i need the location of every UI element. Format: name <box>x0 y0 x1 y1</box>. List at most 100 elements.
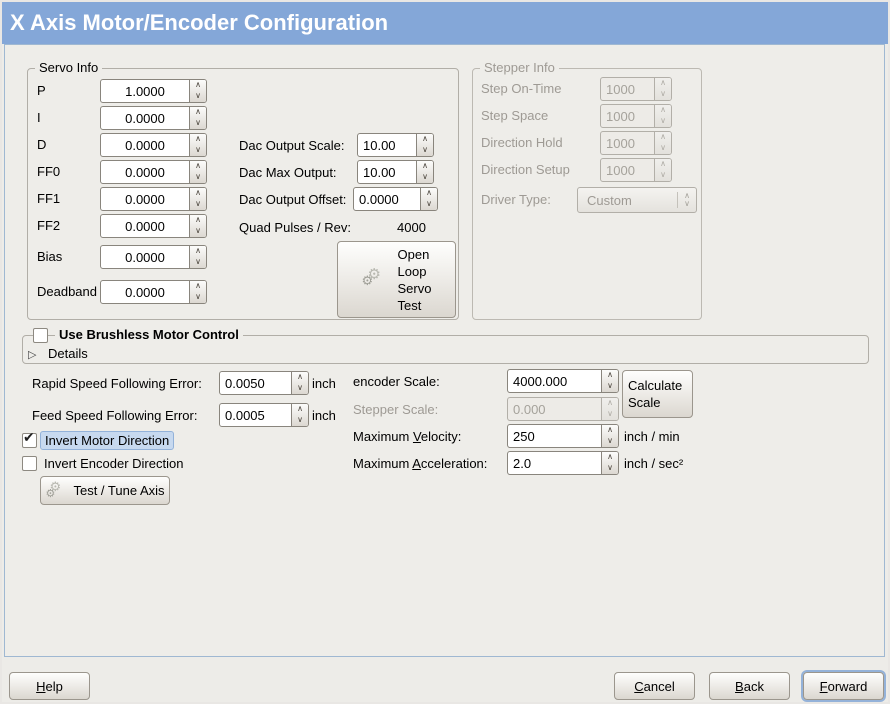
spin-down-icon[interactable]: ∨ <box>195 226 201 235</box>
spin-down-icon[interactable]: ∨ <box>426 199 432 208</box>
spin-up-icon[interactable]: ∧ <box>195 80 201 89</box>
spin-down-icon[interactable]: ∨ <box>195 257 201 266</box>
spin-down-icon[interactable]: ∨ <box>297 383 303 392</box>
servo-ff0-input[interactable]: 0.0000 <box>125 165 165 180</box>
dac-max-output-input[interactable]: 10.00 <box>363 165 396 180</box>
spin-up-icon[interactable]: ∧ <box>195 161 201 170</box>
spin-up-icon[interactable]: ∧ <box>195 188 201 197</box>
servo-bias-input[interactable]: 0.0000 <box>125 250 165 265</box>
spin-up-icon[interactable]: ∧ <box>297 372 303 381</box>
servo-i-input[interactable]: 0.0000 <box>125 111 165 126</box>
invert-encoder-direction-label[interactable]: Invert Encoder Direction <box>44 456 184 471</box>
spin-buttons[interactable]: ∧∨ <box>189 281 206 303</box>
spin-buttons[interactable]: ∧∨ <box>189 246 206 268</box>
servo-d-spinbox[interactable]: 0.0000 ∧∨ <box>100 133 207 157</box>
test-tune-axis-button[interactable]: ⚙ ⚙ Test / Tune Axis <box>40 476 170 505</box>
spin-buttons[interactable]: ∧∨ <box>416 161 433 183</box>
spin-up-icon[interactable]: ∧ <box>607 425 613 434</box>
encoder-scale-input[interactable]: 4000.000 <box>513 374 568 389</box>
servo-ff0-spinbox[interactable]: 0.0000 ∧∨ <box>100 160 207 184</box>
servo-deadband-input[interactable]: 0.0000 <box>125 285 165 300</box>
servo-bias-spinbox[interactable]: 0.0000 ∧∨ <box>100 245 207 269</box>
invert-encoder-direction-checkbox[interactable] <box>22 456 37 471</box>
dac-output-offset-spinbox[interactable]: 0.0000 ∧∨ <box>353 187 438 211</box>
invert-motor-direction-checkbox[interactable]: ✔ <box>22 429 37 448</box>
spin-down-icon[interactable]: ∨ <box>607 436 613 445</box>
servo-p-input[interactable]: 1.0000 <box>125 84 165 99</box>
servo-p-spinbox[interactable]: 1.0000 ∧∨ <box>100 79 207 103</box>
servo-i-spinbox[interactable]: 0.0000 ∧∨ <box>100 106 207 130</box>
step-space-input: 1000 <box>606 109 635 124</box>
feed-following-error-input[interactable]: 0.0005 <box>225 408 265 423</box>
dac-output-scale-input[interactable]: 10.00 <box>363 138 396 153</box>
spin-up-icon[interactable]: ∧ <box>607 452 613 461</box>
spin-up-icon[interactable]: ∧ <box>195 281 201 290</box>
spin-buttons[interactable]: ∧∨ <box>601 452 618 474</box>
dac-output-offset-input[interactable]: 0.0000 <box>359 192 399 207</box>
servo-ff2-spinbox[interactable]: 0.0000 ∧∨ <box>100 214 207 238</box>
spin-buttons[interactable]: ∧∨ <box>189 107 206 129</box>
servo-info-legend: Servo Info <box>35 60 103 75</box>
servo-ff2-input[interactable]: 0.0000 <box>125 219 165 234</box>
servo-deadband-spinbox[interactable]: 0.0000 ∧∨ <box>100 280 207 304</box>
spin-buttons[interactable]: ∧∨ <box>601 370 618 392</box>
rapid-following-error-input[interactable]: 0.0050 <box>225 376 265 391</box>
spin-up-icon[interactable]: ∧ <box>297 404 303 413</box>
spin-down-icon[interactable]: ∨ <box>607 381 613 390</box>
spin-up-icon[interactable]: ∧ <box>195 107 201 116</box>
spin-down-icon[interactable]: ∨ <box>607 463 613 472</box>
spin-buttons[interactable]: ∧∨ <box>416 134 433 156</box>
details-expander-label[interactable]: Details <box>48 346 88 361</box>
servo-d-input[interactable]: 0.0000 <box>125 138 165 153</box>
rapid-following-error-spinbox[interactable]: 0.0050 ∧∨ <box>219 371 309 395</box>
calculate-scale-button[interactable]: Calculate Scale <box>622 370 693 418</box>
spin-buttons[interactable]: ∧∨ <box>189 161 206 183</box>
dac-output-scale-spinbox[interactable]: 10.00 ∧∨ <box>357 133 434 157</box>
servo-ff1-input[interactable]: 0.0000 <box>125 192 165 207</box>
spin-buttons[interactable]: ∧∨ <box>189 188 206 210</box>
spin-down-icon[interactable]: ∨ <box>297 415 303 424</box>
help-button[interactable]: Help <box>9 672 90 700</box>
maximum-velocity-input[interactable]: 250 <box>513 429 535 444</box>
dac-max-output-spinbox[interactable]: 10.00 ∧∨ <box>357 160 434 184</box>
back-button[interactable]: Back <box>709 672 790 700</box>
spin-up-icon[interactable]: ∧ <box>426 188 432 197</box>
maximum-velocity-spinbox[interactable]: 250 ∧∨ <box>507 424 619 448</box>
servo-ff1-label: FF1 <box>37 191 61 206</box>
spin-down-icon[interactable]: ∨ <box>195 118 201 127</box>
spin-buttons[interactable]: ∧∨ <box>420 188 437 210</box>
spin-up-icon[interactable]: ∧ <box>607 370 613 379</box>
expander-icon[interactable]: ▷ <box>28 349 37 361</box>
spin-buttons[interactable]: ∧∨ <box>189 215 206 237</box>
spin-down-icon[interactable]: ∨ <box>195 145 201 154</box>
forward-button[interactable]: Forward <box>803 672 884 700</box>
feed-following-error-spinbox[interactable]: 0.0005 ∧∨ <box>219 403 309 427</box>
encoder-scale-spinbox[interactable]: 4000.000 ∧∨ <box>507 369 619 393</box>
step-space-spinbox: 1000 ∧∨ <box>600 104 672 128</box>
spin-up-icon[interactable]: ∧ <box>195 215 201 224</box>
servo-ff1-spinbox[interactable]: 0.0000 ∧∨ <box>100 187 207 211</box>
cancel-button[interactable]: Cancel <box>614 672 695 700</box>
spin-down-icon[interactable]: ∨ <box>195 91 201 100</box>
spin-down-icon[interactable]: ∨ <box>195 199 201 208</box>
spin-up-icon[interactable]: ∧ <box>195 134 201 143</box>
maximum-acceleration-spinbox[interactable]: 2.0 ∧∨ <box>507 451 619 475</box>
spin-down-icon[interactable]: ∨ <box>195 292 201 301</box>
brushless-label[interactable]: Use Brushless Motor Control <box>55 327 243 342</box>
maximum-acceleration-input[interactable]: 2.0 <box>513 456 532 471</box>
spin-down-icon[interactable]: ∨ <box>422 172 428 181</box>
spin-buttons[interactable]: ∧∨ <box>291 372 308 394</box>
spin-down-icon[interactable]: ∨ <box>422 145 428 154</box>
spin-down-icon[interactable]: ∨ <box>195 172 201 181</box>
spin-up-icon[interactable]: ∧ <box>195 246 201 255</box>
spin-up-icon[interactable]: ∧ <box>422 134 428 143</box>
spin-buttons[interactable]: ∧∨ <box>601 425 618 447</box>
spin-buttons[interactable]: ∧∨ <box>189 80 206 102</box>
brushless-checkbox[interactable] <box>33 328 48 343</box>
step-on-time-label: Step On-Time <box>481 81 562 96</box>
invert-motor-direction-label[interactable]: Invert Motor Direction <box>40 431 175 450</box>
spin-buttons[interactable]: ∧∨ <box>291 404 308 426</box>
spin-up-icon[interactable]: ∧ <box>422 161 428 170</box>
open-loop-servo-test-button[interactable]: ⚙ ⚙ Open Loop Servo Test <box>337 241 456 318</box>
spin-buttons[interactable]: ∧∨ <box>189 134 206 156</box>
